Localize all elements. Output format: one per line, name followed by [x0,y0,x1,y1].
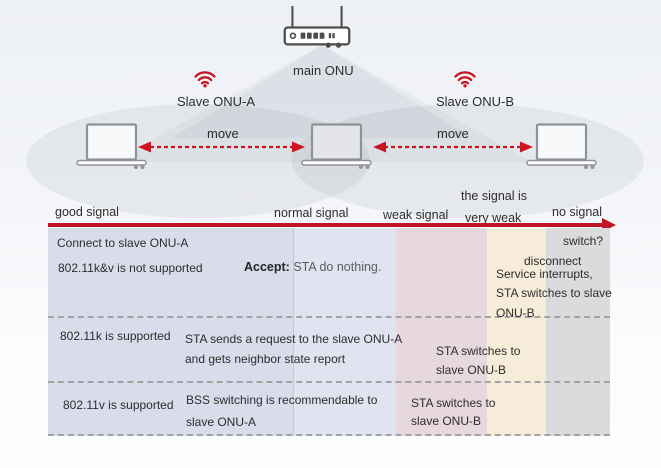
router-beam-outer [112,45,532,162]
axis-label-very-weak-line2: very weak [465,211,522,225]
table-bottom-border [48,434,610,436]
axis-label-no-signal: no signal [552,205,603,219]
column-normal-signal [293,228,396,436]
slave-onu-b-label: Slave ONU-B [436,94,515,109]
router-beam-right [322,45,472,138]
move-arrowhead-to-middle [292,141,305,153]
behavior-table: Connect to slave ONU-A 802.11k&v is not … [48,228,612,436]
move-arrowhead-right [520,141,533,153]
slave-onu-a-label: Slave ONU-A [177,94,256,109]
row2-action-line2: and gets neighbor state report [185,352,346,366]
axis-label-weak-signal: weak signal [383,208,449,222]
row2-condition: 802.11k is supported [60,329,171,343]
move-arrowhead-from-middle [373,141,386,153]
row1-state: Connect to slave ONU-A [57,236,189,250]
move-label-left: move [207,126,239,141]
column-weak-signal [396,228,487,436]
row1-switch-question: switch? [563,234,604,248]
signal-axis-line [48,223,604,227]
column-very-weak [487,228,546,436]
row1-accept-prefix: Accept: [244,260,290,274]
wifi-icon-slave-b [454,71,476,88]
row1-switch-line2: ONU-B [496,306,535,320]
row3-action-line1: BSS switching is recommendable to [186,393,378,407]
row1-disconnect: disconnect [524,254,582,268]
row1-accept-rest: STA do nothing. [289,260,382,274]
column-divider [293,228,294,436]
row2-switch-line1: STA switches to [436,344,521,358]
row3-action-line2: slave ONU-A [186,415,257,429]
laptop-middle-icon [301,123,372,169]
row2-action-line1: STA sends a request to the slave ONU-A [185,332,403,346]
laptop-right-icon [526,123,597,169]
main-onu-label: main ONU [293,63,354,78]
row1-switch-line1: STA switches to slave [496,286,612,300]
axis-label-good-signal: good signal [55,205,119,219]
row3-switch-line1: STA switches to [411,396,496,410]
main-onu-router-icon [283,6,351,48]
column-no-signal [546,228,610,436]
row-separator-2 [48,381,610,383]
row2-switch-line2: slave ONU-B [436,363,507,377]
row1-service-interrupts: Service interrupts, [496,267,593,281]
row3-condition: 802.11v is supported [63,398,174,412]
row1-condition: 802.11k&v is not supported [58,261,203,275]
move-arrows-layer [138,141,533,153]
column-good-signal [48,228,293,436]
row3-switch-line2: slave ONU-B [411,414,482,428]
wifi-icon-slave-a [194,71,216,88]
row-separator-1 [48,316,610,318]
move-label-right: move [437,126,469,141]
row1-accept: Accept: STA do nothing. [244,260,381,274]
router-beam-left [172,45,322,138]
laptop-left-icon [76,123,147,169]
move-arrowhead-left [138,141,151,153]
axis-label-normal-signal: normal signal [274,206,349,220]
axis-label-very-weak-line1: the signal is [461,189,528,203]
